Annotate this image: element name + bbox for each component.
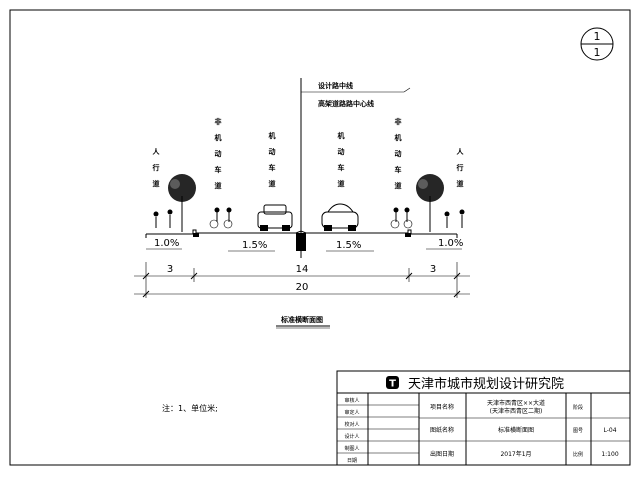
drawing-name-label: 图纸名称 <box>430 426 454 434</box>
dimension-lines: 3 14 3 20 <box>134 262 470 298</box>
drawing-no-value: L-04 <box>603 427 616 434</box>
slope-label: 1.0% <box>154 238 179 249</box>
slope-label: 1.5% <box>242 240 267 251</box>
slope-labels: 1.0% 1.5% 1.5% 1.0% <box>146 238 463 252</box>
date-value: 2017年1月 <box>500 450 531 458</box>
lane-label: 非机动车道 <box>395 117 402 190</box>
lane-label: 非机动车道 <box>215 117 222 190</box>
car-right <box>321 203 359 231</box>
drawing-no-label: 图号 <box>573 428 583 434</box>
stage-label: 阶段 <box>573 404 583 411</box>
cyclist-right <box>390 207 413 229</box>
overpass-centerline-label: 高架道路路中心线 <box>318 99 374 108</box>
project-label: 项目名称 <box>430 403 454 411</box>
institute-logo: T <box>386 376 399 390</box>
car-left <box>257 204 293 231</box>
scale-label: 比例 <box>573 451 583 458</box>
date-label: 出图日期 <box>430 450 454 458</box>
drawing-number-symbol: 1 1 <box>580 27 614 61</box>
slope-label: 1.5% <box>336 240 361 251</box>
note-text: 注：1、单位米; <box>162 403 218 413</box>
centerline-group: 设计路中线 高架道路路中心线 <box>300 78 411 258</box>
pedestrian-right <box>444 209 465 228</box>
tree-right <box>416 174 444 232</box>
design-centerline-label: 设计路中线 <box>318 81 353 90</box>
road-surface <box>145 229 458 251</box>
lane-label: 人行道 <box>152 147 161 188</box>
lane-label: 机动车道 <box>269 131 276 188</box>
project-value-line1: 天津市西青区××大道 <box>487 399 545 407</box>
drawing-number-top: 1 <box>594 30 601 43</box>
scale-value: 1:100 <box>601 451 618 458</box>
lane-label: 人行道 <box>456 147 465 188</box>
signature-row-label: 校对人 <box>344 421 359 428</box>
tree-left <box>168 174 196 232</box>
signature-row-label: 日期 <box>347 458 357 464</box>
signature-row-label: 审核人 <box>344 397 359 404</box>
figure-title: 标准横断面图 <box>280 315 323 324</box>
svg-text:T: T <box>389 379 396 390</box>
dimension-total: 20 <box>296 282 309 293</box>
dimension-middle: 14 <box>296 264 309 275</box>
project-value-line2: (天津市西青区二期) <box>490 407 543 415</box>
dimension-left: 3 <box>167 264 173 275</box>
slope-label: 1.0% <box>438 238 463 249</box>
dimension-right: 3 <box>430 264 436 275</box>
lane-labels: 人行道 非机动车道 机动车道 机动车道 非机动车道 人行道 <box>152 117 465 190</box>
signature-row-label: 设计人 <box>344 433 359 440</box>
drawing-number-bottom: 1 <box>594 46 601 59</box>
signature-row-label: 制图人 <box>344 445 359 452</box>
cyclist-left <box>209 207 233 229</box>
drawing-name-value: 标准横断面图 <box>498 426 534 434</box>
pedestrian-left <box>153 209 173 228</box>
signature-row-label: 审定人 <box>344 409 359 416</box>
institute-name: 天津市城市规划设计研究院 <box>408 376 564 392</box>
sheet-border <box>9 9 631 466</box>
lane-label: 机动车道 <box>338 131 345 188</box>
